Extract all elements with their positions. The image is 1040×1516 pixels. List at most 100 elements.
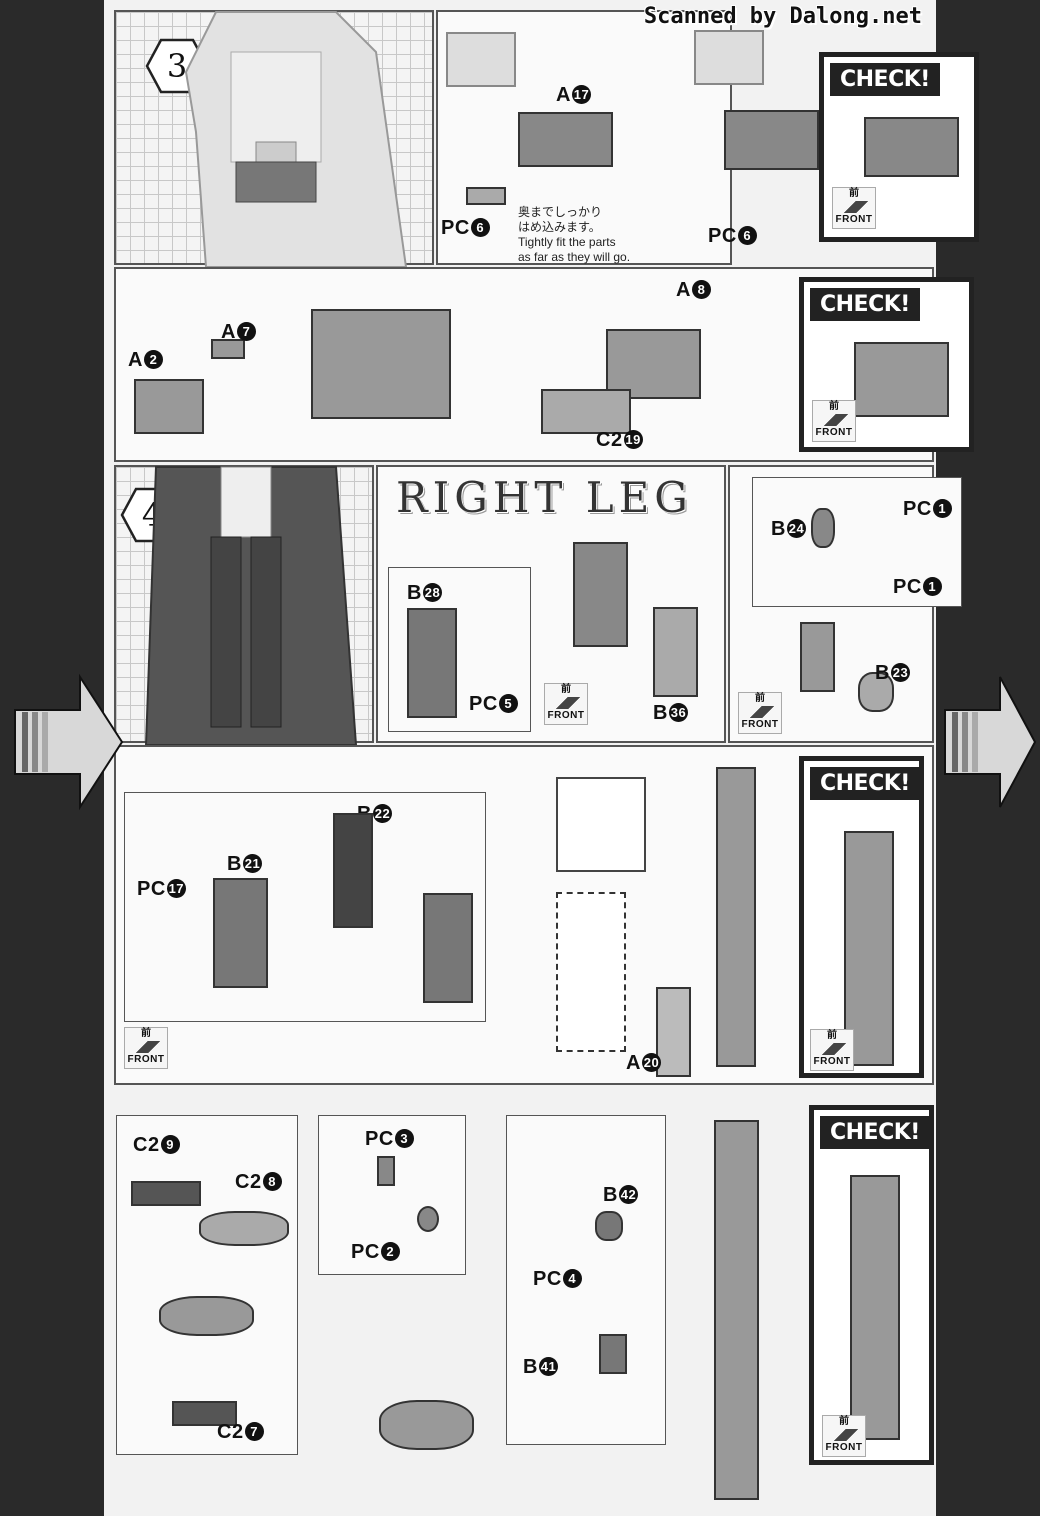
- front-arrow-icon: [819, 414, 849, 426]
- knee-disc-part: [811, 508, 835, 548]
- knee-detail-inset: [556, 777, 646, 872]
- lower-leg-check: [844, 831, 894, 1066]
- shin-part: [213, 878, 268, 988]
- waist-joint-part: [518, 112, 613, 167]
- joint-socket-part: [599, 1334, 627, 1374]
- front-arrow-icon: [131, 1041, 161, 1053]
- check-title: CHECK!: [810, 288, 920, 321]
- front-arrow-icon: [551, 697, 581, 709]
- ball-joint-part: [211, 339, 245, 359]
- front-arrow-icon: [745, 706, 775, 718]
- crotch-cover-part: [541, 389, 631, 434]
- subpart-inset: [446, 32, 516, 87]
- waist-joint-part: [724, 110, 819, 170]
- step4-figure-panel: 4: [114, 465, 374, 746]
- waist-assembly-part: [311, 309, 451, 419]
- thigh-cover-part: [653, 607, 698, 697]
- step3-figure-panel: 3: [114, 10, 434, 268]
- figure-silhouette-icon: [184, 11, 408, 268]
- check-title: CHECK!: [830, 63, 940, 96]
- full-leg-check: [850, 1175, 900, 1440]
- waist-front-part: [134, 379, 204, 434]
- shin-detail-inset: [556, 892, 626, 1052]
- check-title: CHECK!: [810, 767, 920, 800]
- front-arrow-icon: [829, 1429, 859, 1441]
- joint-cap-part: [595, 1211, 623, 1241]
- front-arrow-icon: [817, 1043, 847, 1055]
- lower-leg-parts: [716, 767, 756, 1067]
- scan-watermark: Scanned by Dalong.net: [643, 4, 922, 29]
- shin-inner-part: [333, 813, 373, 928]
- right-arrow-icon: [14, 673, 124, 811]
- shin-plate-part: [656, 987, 691, 1077]
- shin-assembly-part: [423, 893, 473, 1003]
- check-title: CHECK!: [820, 1116, 930, 1149]
- foot-base-part: [172, 1401, 237, 1426]
- knee-joint-part: [800, 622, 835, 692]
- shoe-part: [379, 1400, 474, 1450]
- front-arrow-icon: [839, 201, 869, 213]
- full-leg-assembly: [714, 1120, 759, 1500]
- foot-assembled-part: [159, 1296, 254, 1336]
- peg-part: [466, 187, 506, 205]
- thigh-assembly-part: [573, 542, 628, 647]
- section-title: RIGHT LEG: [396, 473, 693, 522]
- right-arrow-icon: [944, 676, 1037, 808]
- thigh-inner-part: [407, 608, 457, 718]
- fit-note: 奥までしっかり はめ込みます。 Tightly fit the parts as…: [518, 205, 631, 264]
- foot-sole-part: [131, 1181, 201, 1206]
- step-number: 3: [166, 47, 188, 85]
- ankle-joint-part: [377, 1156, 395, 1186]
- figure-legs-silhouette-icon: [144, 466, 358, 746]
- foot-top-part: [199, 1211, 289, 1246]
- knee-cap-part: [858, 672, 894, 712]
- waist-joint-check: [864, 117, 959, 177]
- hip-ring-part: [606, 329, 701, 399]
